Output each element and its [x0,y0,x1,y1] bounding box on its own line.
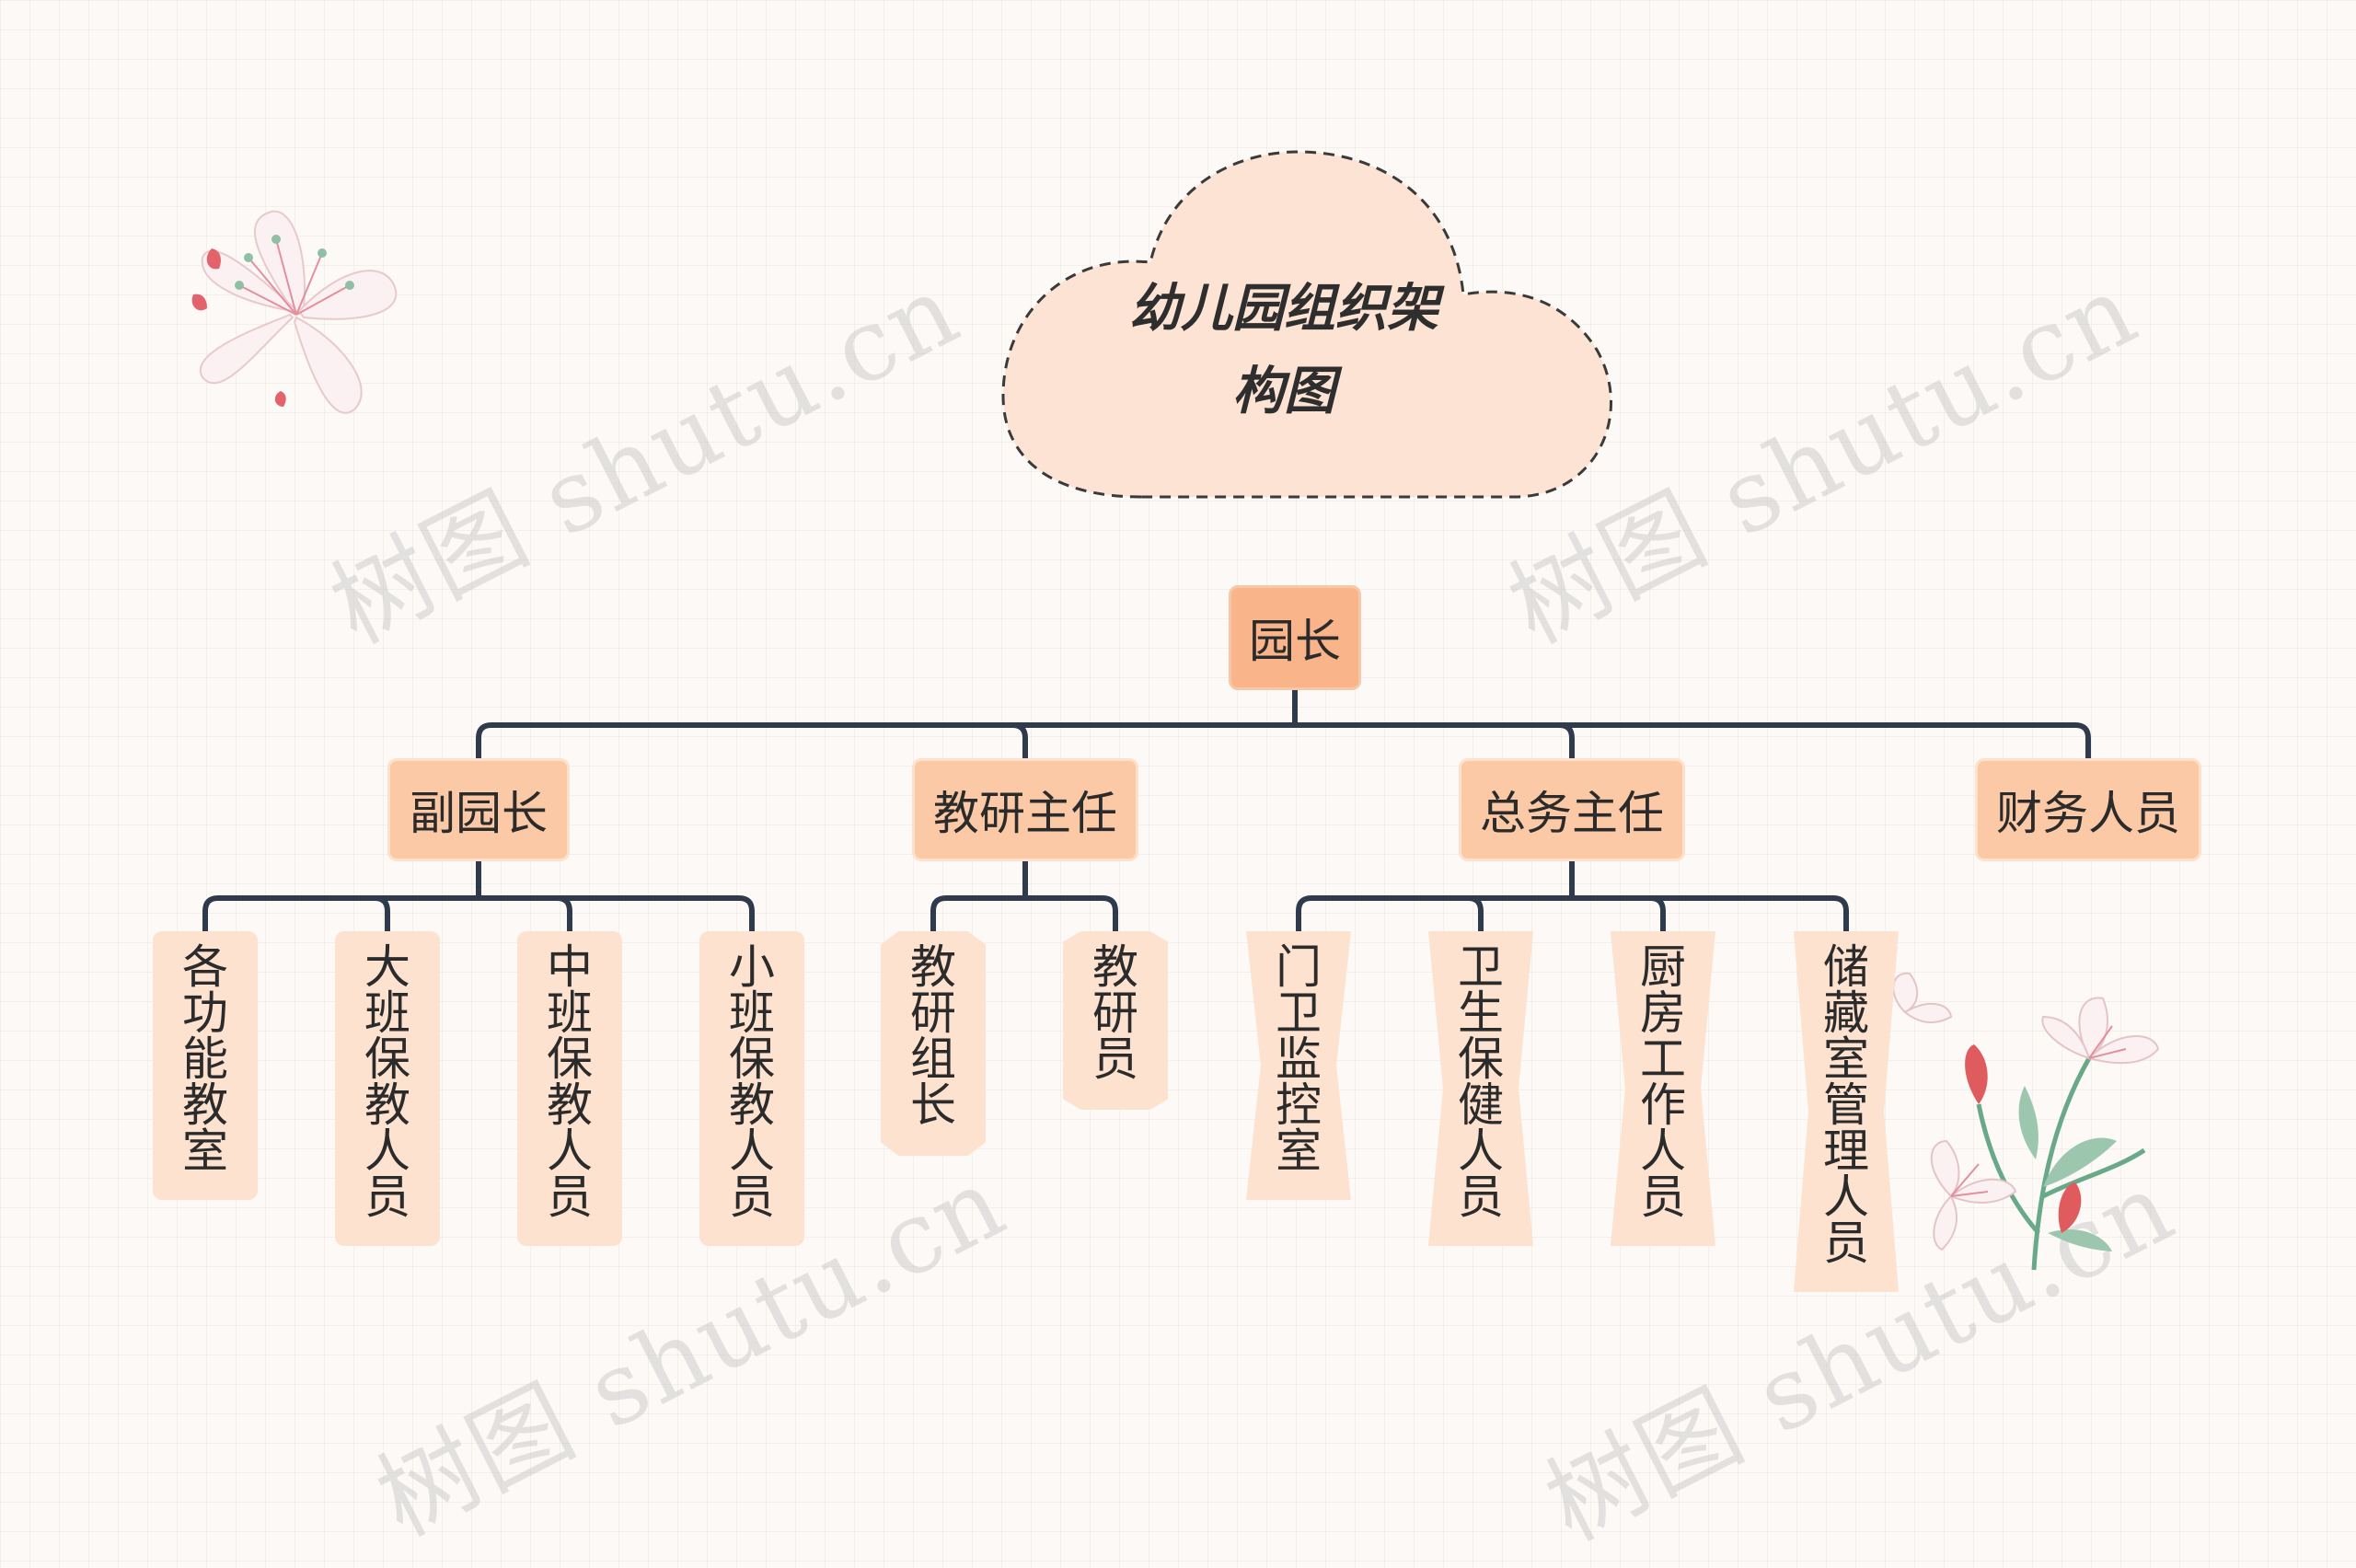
org-node-label: 储藏室管理人员 [1823,940,1869,1270]
org-chart-canvas: 树图 shutu.cn 树图 shutu.cn 树图 shutu.cn 树图 s… [153,147,2201,1563]
org-node-finance-staff[interactable]: 财务人员 [1975,758,2201,861]
connector-deputy-drop-0 [372,895,390,934]
connector-root-drop-1 [1556,722,1575,761]
org-node-label: 大班保教人员 [364,940,410,1224]
org-node-label: 门卫监控室 [1276,940,1322,1178]
org-node-storage-manager[interactable]: 储藏室管理人员 [1794,931,1899,1292]
org-node-label: 教研主任 [933,787,1117,840]
connector-deputy-bar [202,895,755,934]
connector-lines [202,687,2091,934]
org-node-general-affairs-director[interactable]: 总务主任 [1459,758,1685,861]
org-node-label: 小班保教人员 [729,940,775,1224]
page-title: 幼儿园组织架构图 [1129,278,1438,421]
org-node-function-classrooms[interactable]: 各功能教室 [153,931,258,1200]
org-node-gate-monitoring-room[interactable]: 门卫监控室 [1246,931,1351,1200]
org-node-senior-class-staff[interactable]: 大班保教人员 [335,931,440,1246]
org-node-health-care-staff[interactable]: 卫生保健人员 [1428,931,1533,1246]
org-node-label: 各功能教室 [182,940,228,1178]
org-node-label: 副园长 [410,787,548,840]
lily-bouquet-icon [1892,972,2160,1271]
cloud-shape [1001,150,1612,499]
org-node-label: 厨房工作人员 [1640,940,1686,1224]
org-node-label: 卫生保健人员 [1458,940,1504,1224]
org-node-label: 财务人员 [1996,787,2180,840]
org-node-junior-class-staff[interactable]: 小班保教人员 [699,931,804,1246]
connector-affairs-drop-0 [1465,895,1484,934]
org-node-label: 教研组长 [910,940,956,1132]
connector-affairs-drop-1 [1647,895,1666,934]
connector-research-bar [930,895,1118,934]
connector-affairs-bar [1296,895,1849,934]
org-node-label: 园长 [1249,615,1341,668]
org-node-label: 总务主任 [1480,787,1664,840]
title-cloud: 幼儿园组织架构图 [999,147,1624,506]
connector-root-drop-0 [1010,722,1028,761]
connector-root-bar [476,722,2091,761]
org-node-root[interactable]: 园长 [1229,585,1361,690]
org-node-kitchen-staff[interactable]: 厨房工作人员 [1611,931,1715,1246]
org-node-middle-class-staff[interactable]: 中班保教人员 [517,931,622,1246]
org-node-research-group-leader[interactable]: 教研组长 [881,931,986,1156]
org-node-label: 中班保教人员 [547,940,593,1224]
org-node-researcher[interactable]: 教研员 [1063,931,1168,1110]
org-node-teaching-research-director[interactable]: 教研主任 [912,758,1138,861]
org-node-deputy-principal[interactable]: 副园长 [387,758,570,861]
org-node-label: 教研员 [1092,940,1138,1086]
connector-deputy-drop-1 [554,895,572,934]
lily-flower-icon [191,210,398,414]
